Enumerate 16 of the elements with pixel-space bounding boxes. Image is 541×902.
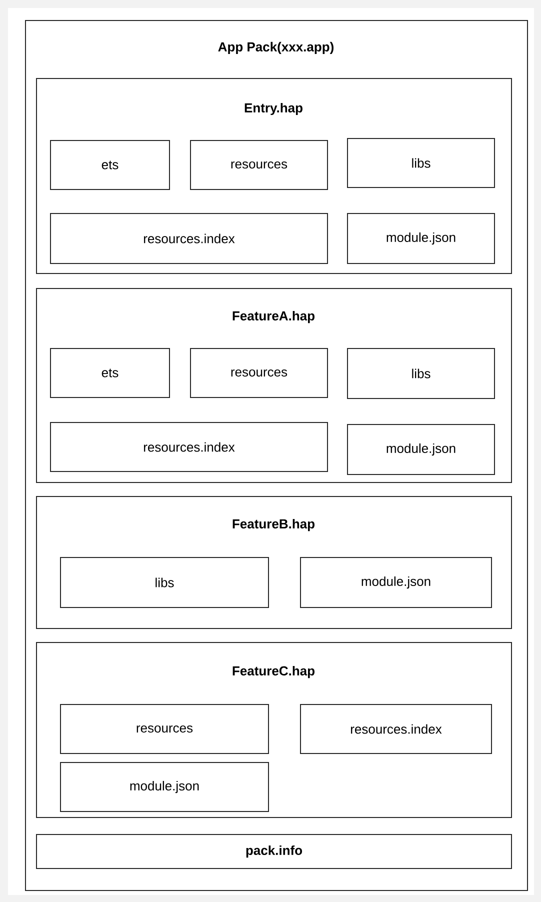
file-box: resources bbox=[190, 140, 328, 190]
file-box: libs bbox=[347, 348, 495, 399]
file-box: resources bbox=[60, 704, 269, 754]
file-box: module.json bbox=[347, 424, 495, 475]
file-box: ets bbox=[50, 348, 170, 398]
file-box: pack.info bbox=[36, 834, 512, 869]
file-box: module.json bbox=[347, 213, 495, 264]
file-box: module.json bbox=[300, 557, 492, 608]
file-box: resources.index bbox=[50, 422, 328, 472]
file-box: ets bbox=[50, 140, 170, 190]
file-box: resources bbox=[190, 348, 328, 398]
file-box: resources.index bbox=[300, 704, 492, 754]
file-box: libs bbox=[60, 557, 269, 608]
file-box: module.json bbox=[60, 762, 269, 812]
file-box: libs bbox=[347, 138, 495, 188]
file-box: resources.index bbox=[50, 213, 328, 264]
